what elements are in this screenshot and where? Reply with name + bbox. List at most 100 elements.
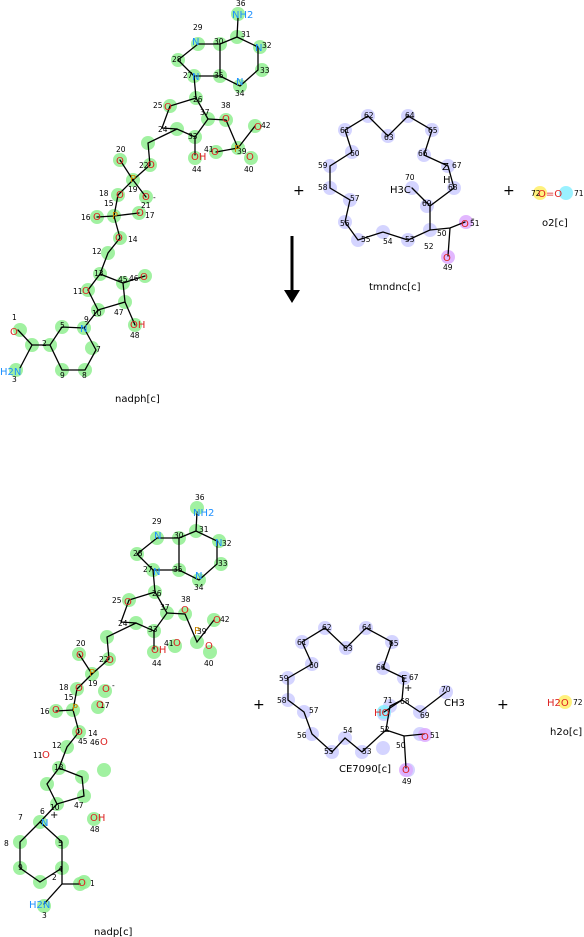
ce7090-atom-number: 68: [400, 697, 410, 706]
nadp-atom-number: 29: [152, 517, 162, 526]
nadp-o38: O: [181, 605, 189, 616]
nadph-atom-number: 33: [188, 132, 198, 141]
nadp-o42: O: [213, 615, 221, 626]
nadp-atom-number: 3: [42, 911, 47, 920]
nadph-n6: N: [80, 324, 87, 335]
tmndnc-atom-number: 54: [383, 237, 393, 246]
nadph-atom-number: 14: [128, 235, 138, 244]
nadph-atom-number: 31: [241, 30, 251, 39]
product-name-h2o: h2o[c]: [550, 727, 582, 738]
ce7090-atom-number: 59: [279, 674, 289, 683]
ce7090-atom-number: 49: [402, 777, 412, 786]
nadph-atom-number: 42: [261, 121, 271, 130]
o2-left-highlight: [533, 186, 547, 200]
tmndnc-atom-number: 69: [422, 199, 432, 208]
nadph-atom-number: 26: [193, 95, 203, 104]
nadph-atom-number: 41: [204, 145, 214, 154]
nadph-atom-number: 11: [73, 287, 83, 296]
nadph-atom-number: 7: [96, 345, 101, 354]
tmndnc-h: H: [443, 175, 451, 186]
nadph-atom-highlight: [253, 40, 267, 54]
nadph-pyridine-bond: [49, 326, 97, 371]
nadph-p19-bond: [119, 128, 178, 181]
ce7090-atom-number: 62: [322, 623, 332, 632]
nadph-atom-number: 40: [244, 165, 254, 174]
ce7090-atom-number: 67: [409, 673, 419, 682]
tmndnc-h3c: H3C: [390, 185, 411, 196]
nadph-atom-number: 47: [114, 308, 124, 317]
nadp-oh44: OH: [151, 645, 166, 656]
tmndnc-o51: O: [461, 219, 469, 230]
tmndnc-atom-number: 68: [448, 183, 458, 192]
nadph-n34: N: [236, 77, 243, 88]
ce7090-atom-number: 71: [383, 696, 393, 705]
nadp-atom-number: 4: [58, 865, 63, 874]
nadph-n29: N: [192, 37, 199, 48]
nadph-atom-number: 38: [221, 101, 231, 110]
nadp-atom-number: 10: [50, 803, 60, 812]
nadp-atom-highlight: [147, 645, 161, 659]
nadp-phosphate-bond: [166, 612, 215, 644]
ce7090-ethyl-bond: [401, 691, 447, 713]
nadp-atom-number: 44: [152, 659, 162, 668]
nadp-atom-number: 6: [40, 807, 45, 816]
nadp-atom-highlight: [91, 700, 105, 714]
nadph-amine-bond: [236, 17, 239, 38]
nadph-atom-number: 20: [116, 145, 126, 154]
nadp-atom-highlight: [87, 812, 101, 826]
tmndnc-o49-highlight: [441, 250, 455, 264]
nadp-n27: N: [153, 567, 160, 578]
ce7090-hydroxyl-bond: [383, 699, 403, 713]
ce7090-atom-number: 69: [420, 711, 430, 720]
plus-sign-2: +: [503, 183, 515, 199]
nadp-atom-number: 22: [99, 655, 109, 664]
nadph-atom-number: 9: [60, 371, 65, 380]
nadph-atom-number: 1: [12, 313, 17, 322]
nadp-atom-number: 11: [33, 751, 43, 760]
nadp-atom-number: 8: [4, 839, 9, 848]
nadp-atom-highlight: [212, 534, 226, 548]
nadph-atom-number: 8: [82, 371, 87, 380]
nadp-atom-number: 42: [220, 615, 230, 624]
nadph-o18: O: [116, 190, 124, 201]
nadph-ribose-bond: [161, 75, 209, 138]
nadph-oh48-bond: [124, 301, 136, 326]
nadp-n6-bond: [39, 803, 58, 823]
tmndnc-atom-number: 49: [443, 263, 453, 272]
nadp-atom-highlight: [168, 639, 182, 653]
nadph-atom-number: 48: [130, 331, 140, 340]
nadp-atom-number: 2: [52, 873, 57, 882]
nadp-atom-highlight: [190, 501, 204, 515]
nadph-atom-number: 37: [200, 108, 210, 117]
ce7090-ch3: CH3: [444, 698, 465, 709]
ce7090-carbonyl-bond: [403, 735, 407, 769]
nadp-o20: O: [76, 650, 84, 661]
nadp-atom-number: 38: [181, 595, 191, 604]
nadp-n29: N: [154, 531, 161, 542]
nadp-atom-number: -: [112, 681, 115, 690]
nadph-o40: O: [246, 152, 254, 163]
nadp-o21: O: [102, 684, 110, 695]
nadp-o18: O: [75, 683, 83, 694]
reactant-name-o2: o2[c]: [542, 218, 568, 229]
nadph-amide-bond: [19, 344, 33, 369]
nadp-atom-number: 41: [164, 639, 174, 648]
nadph-oh44: OH: [191, 152, 206, 163]
nadp-amine-bond: [195, 511, 198, 532]
reactant-name-nadph: nadph[c]: [115, 394, 160, 405]
nadp-atom-number: 35: [173, 565, 183, 574]
nadph-p19: P: [130, 174, 136, 185]
ce7090-atom-number: 50: [396, 741, 406, 750]
nadph-pyrimidine-bond: [219, 36, 259, 87]
nadph-atom-number: 13: [94, 269, 104, 278]
nadph-atom-number: 10: [92, 309, 102, 318]
nadph-o11: O: [82, 286, 90, 297]
nadp-nh2-label: NH2: [193, 508, 214, 519]
h2o-atom-number: 72: [573, 698, 583, 707]
nadph-atom-number: 12: [92, 247, 102, 256]
tmndnc-atom-number: 67: [452, 161, 462, 170]
tmndnc-z: Z: [442, 162, 449, 173]
nadph-o1: O: [10, 327, 18, 338]
nadph-atom-number: 24: [158, 125, 168, 134]
